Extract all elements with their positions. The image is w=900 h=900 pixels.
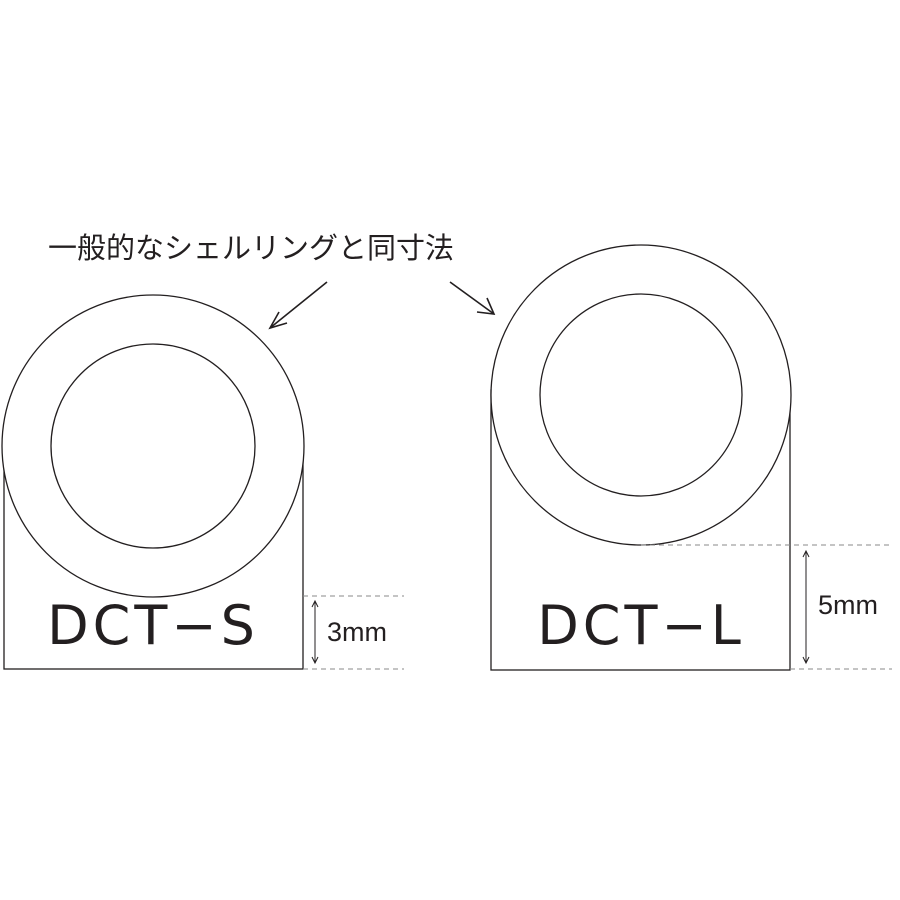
caption-text: 一般的なシェルリングと同寸法: [48, 231, 454, 265]
model-label-small: DCT−S: [47, 594, 259, 657]
inner-circle-large: [539, 293, 743, 497]
dimension-small: 3mm: [303, 595, 404, 670]
arrow-to-small-ring: [268, 281, 328, 330]
model-label-large: DCT−L: [537, 594, 745, 657]
ring-large: DCT−L: [490, 244, 792, 671]
outer-circle-small: [1, 294, 305, 598]
arrow-to-large-ring: [449, 281, 496, 315]
dimension-label-large: 5mm: [818, 590, 878, 620]
dimension-label-small: 3mm: [327, 617, 387, 647]
ring-small: DCT−S: [1, 294, 305, 670]
outer-circle-large: [490, 244, 792, 546]
inner-circle-small: [50, 343, 256, 549]
dimension-large: 5mm: [641, 544, 892, 670]
